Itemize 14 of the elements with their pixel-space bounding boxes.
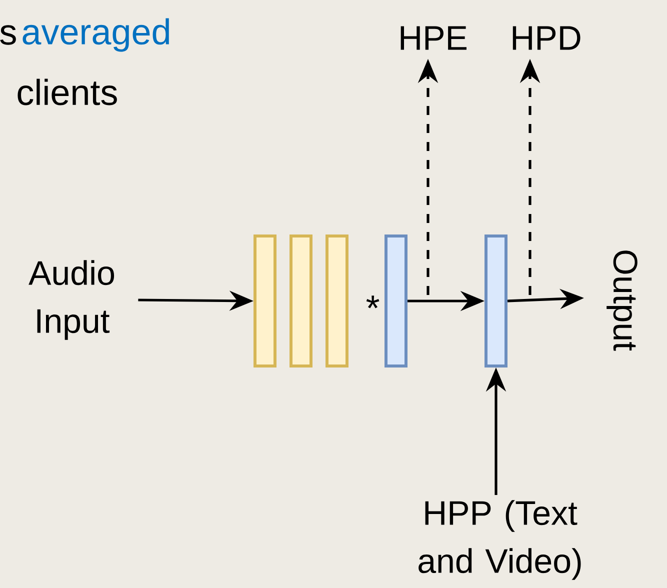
asterisk: * <box>366 296 380 308</box>
bar <box>290 234 312 368</box>
heading-text: clients <box>18 78 117 106</box>
bar <box>484 234 508 368</box>
bar <box>326 234 348 368</box>
heading-text: averaged <box>22 18 169 52</box>
node-text: Output <box>606 250 638 351</box>
node-text: HPE <box>400 26 466 50</box>
node-text: Audio Input <box>28 260 114 340</box>
node-text: HPP (Text and Video) <box>418 500 581 580</box>
bar <box>254 234 276 368</box>
node-text: HPD <box>512 26 580 50</box>
heading-text: s <box>0 25 16 45</box>
bar <box>384 234 408 368</box>
